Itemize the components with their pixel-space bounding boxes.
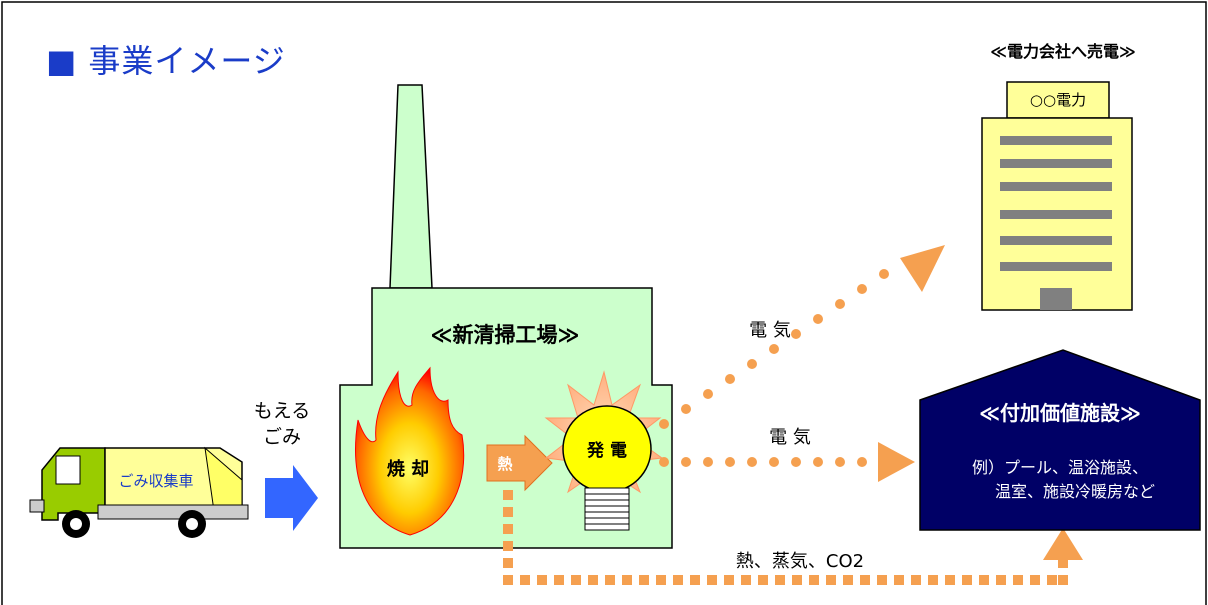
arrowhead-bottom	[1043, 528, 1083, 560]
incineration-label: 焼 却	[387, 458, 429, 480]
electricity-flow-upper	[659, 269, 889, 429]
facility-title: ≪付加価値施設≫	[979, 401, 1141, 425]
heat-steam-co2-label: 熱、蒸気、CO2	[736, 551, 864, 572]
flame-icon	[355, 366, 465, 536]
utility-windows	[1000, 136, 1112, 271]
heat-arrow	[486, 434, 553, 492]
heat-flow-bottom	[503, 490, 1068, 585]
facility-line1: 例）プール、温浴施設、	[972, 458, 1148, 477]
utility-door	[1040, 288, 1072, 310]
garbage-truck-icon	[29, 446, 249, 538]
waste-label-line1: もえる	[254, 400, 310, 422]
bulb-base	[584, 487, 630, 531]
waste-input-arrow	[265, 465, 318, 531]
plant-label: ≪新清掃工場≫	[431, 323, 580, 347]
facility-line2: 温室、施設冷暖房など	[995, 482, 1155, 501]
bulb-base-lines	[585, 493, 629, 525]
electricity-label-middle: 電 気	[769, 427, 811, 448]
utility-header: ≪電力会社へ売電≫	[990, 42, 1136, 61]
electricity-label-upper: 電 気	[749, 320, 791, 341]
value-added-facility	[919, 349, 1201, 531]
electricity-flow-middle	[659, 457, 867, 467]
chimney	[389, 84, 433, 289]
arrowhead-upper	[900, 245, 945, 292]
waste-label-line2: ごみ	[263, 426, 301, 448]
truck-label: ごみ収集車	[118, 472, 193, 490]
utility-sign: ○○電力	[1030, 91, 1086, 109]
power-generation-label: 発 電	[586, 440, 627, 461]
heat-label: 熱	[497, 455, 512, 473]
arrowhead-middle	[878, 442, 915, 482]
page-title: ■ 事業イメージ	[46, 42, 286, 80]
